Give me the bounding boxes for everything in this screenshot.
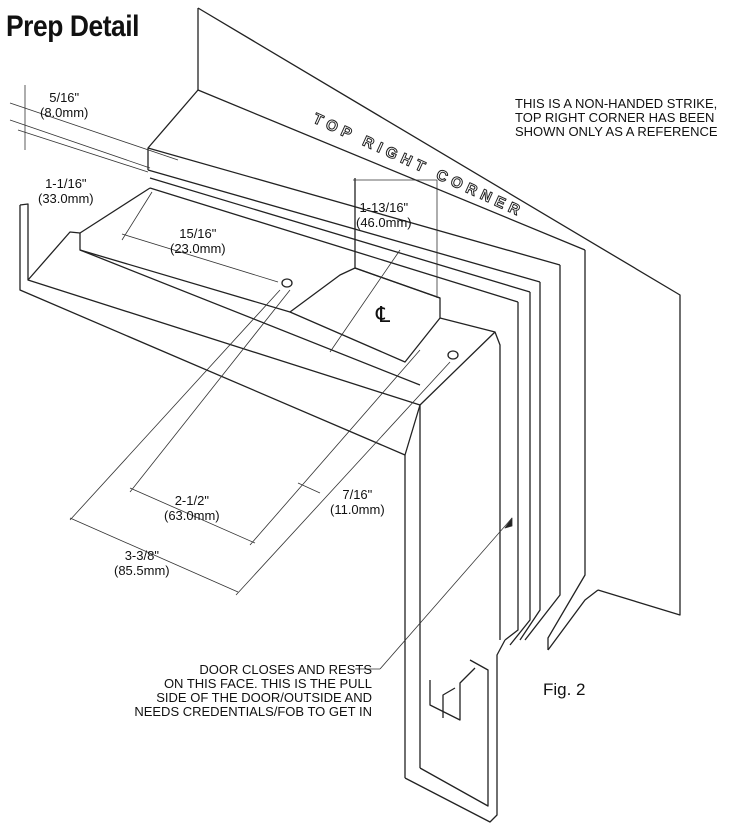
door-face-note: DOOR CLOSES AND RESTS ON THIS FACE. THIS… <box>110 663 372 719</box>
dim-5-16-imperial: 5/16" <box>49 90 80 105</box>
dim-15-16-ext <box>121 191 153 241</box>
header-line-4 <box>149 177 531 293</box>
dim-1-1-16-line <box>17 129 149 173</box>
wall-panel-outline <box>197 7 681 616</box>
jamb-line-a <box>524 265 561 641</box>
header-front-face <box>19 205 406 456</box>
door-face-note-line-1: DOOR CLOSES AND RESTS <box>199 662 372 677</box>
dim-2-1-2-imperial: 2-1/2" <box>174 493 209 508</box>
centerline-symbol: ℄ <box>376 302 391 327</box>
screw-hole-1 <box>281 278 293 288</box>
dim-1-13-16-metric: (46.0mm) <box>356 215 412 230</box>
dim-5-16-ext-1 <box>9 102 179 161</box>
strike-plate <box>289 267 441 363</box>
dim-15-16: 15/16" (23.0mm) <box>170 226 226 256</box>
jamb-corner-edge <box>404 331 496 456</box>
page-title: Prep Detail <box>6 10 140 43</box>
strike-note-line-3: SHOWN ONLY AS A REFERENCE <box>515 124 718 139</box>
dim-5-16: 5/16" (8.0mm) <box>40 90 88 120</box>
header-line-5 <box>149 187 519 303</box>
cutout-back-edge <box>79 187 151 234</box>
dim-1-1-16: 1-1/16" (33.0mm) <box>38 176 94 206</box>
dim-5-16-metric: (8.0mm) <box>40 105 89 120</box>
jamb-step <box>429 667 476 721</box>
dim-3-3-8-ext-1 <box>69 289 281 521</box>
strike-note-line-1: THIS IS A NON-HANDED STRIKE, <box>515 96 718 111</box>
centerline <box>329 249 401 353</box>
dim-7-16: 7/16" (11.0mm) <box>330 487 385 517</box>
door-face-note-line-2: ON THIS FACE. THIS IS THE PULL <box>163 676 372 691</box>
dim-3-3-8-line <box>69 517 239 593</box>
header-line-1 <box>197 89 586 251</box>
dim-3-3-8-ext-2 <box>235 361 451 596</box>
dim-3-3-8: 3-3/8" (85.5mm) <box>114 548 170 578</box>
jamb-outer <box>547 250 586 650</box>
leader-arrow <box>504 517 513 529</box>
jamb-foot-inner <box>419 659 489 807</box>
dim-1-1-16-imperial: 1-1/16" <box>45 176 87 191</box>
jamb-foot <box>404 639 506 823</box>
dim-2-1-2-ext-2 <box>249 349 421 546</box>
corner-label: TOP RIGHT CORNER <box>310 110 527 221</box>
dim-7-16-imperial: 7/16" <box>342 487 373 502</box>
dim-3-3-8-imperial: 3-3/8" <box>124 548 159 563</box>
header-front-lip <box>19 203 81 281</box>
jamb-line-c <box>509 292 531 646</box>
door-face-note-line-3: SIDE OF THE DOOR/OUTSIDE AND <box>156 690 372 705</box>
jamb-line-b <box>519 282 541 641</box>
dim-15-16-imperial: 15/16" <box>179 226 217 241</box>
dim-1-1-16-metric: (33.0mm) <box>38 191 94 206</box>
leader-door-face <box>379 517 513 670</box>
door-face-note-line-4: NEEDS CREDENTIALS/FOB TO GET IN <box>134 704 372 719</box>
header-front-bottom <box>27 279 421 406</box>
dim-5-16-ext-2 <box>9 119 151 169</box>
dim-2-1-2-ext-1 <box>129 289 291 493</box>
screw-hole-2 <box>447 350 459 360</box>
jamb-line-d <box>504 302 519 641</box>
header-line-3 <box>147 169 541 283</box>
dim-1-13-16-imperial: 1-13/16" <box>359 200 409 215</box>
strike-note-line-2: TOP RIGHT CORNER HAS BEEN <box>515 110 715 125</box>
dim-2-1-2-metric: (63.0mm) <box>164 508 220 523</box>
figure-label: Fig. 2 <box>543 680 586 699</box>
header-cutout <box>79 178 356 313</box>
dim-3-3-8-metric: (85.5mm) <box>114 563 170 578</box>
dim-1-13-16: 1-13/16" (46.0mm) <box>356 200 412 230</box>
dim-15-16-line <box>121 233 279 283</box>
header-front-inner <box>79 249 421 386</box>
wall-foot <box>547 589 599 651</box>
dim-15-16-metric: (23.0mm) <box>170 241 226 256</box>
dim-2-1-2: 2-1/2" (63.0mm) <box>164 493 220 523</box>
header-line-2 <box>147 147 561 266</box>
dim-7-16-metric: (11.0mm) <box>330 502 385 517</box>
jamb-step-2 <box>442 687 456 718</box>
strike-note: THIS IS A NON-HANDED STRIKE, TOP RIGHT C… <box>515 97 718 139</box>
dim-2-1-2-line <box>129 487 256 544</box>
jamb-inner-corner <box>439 317 501 640</box>
dim-7-16-line <box>297 482 321 494</box>
